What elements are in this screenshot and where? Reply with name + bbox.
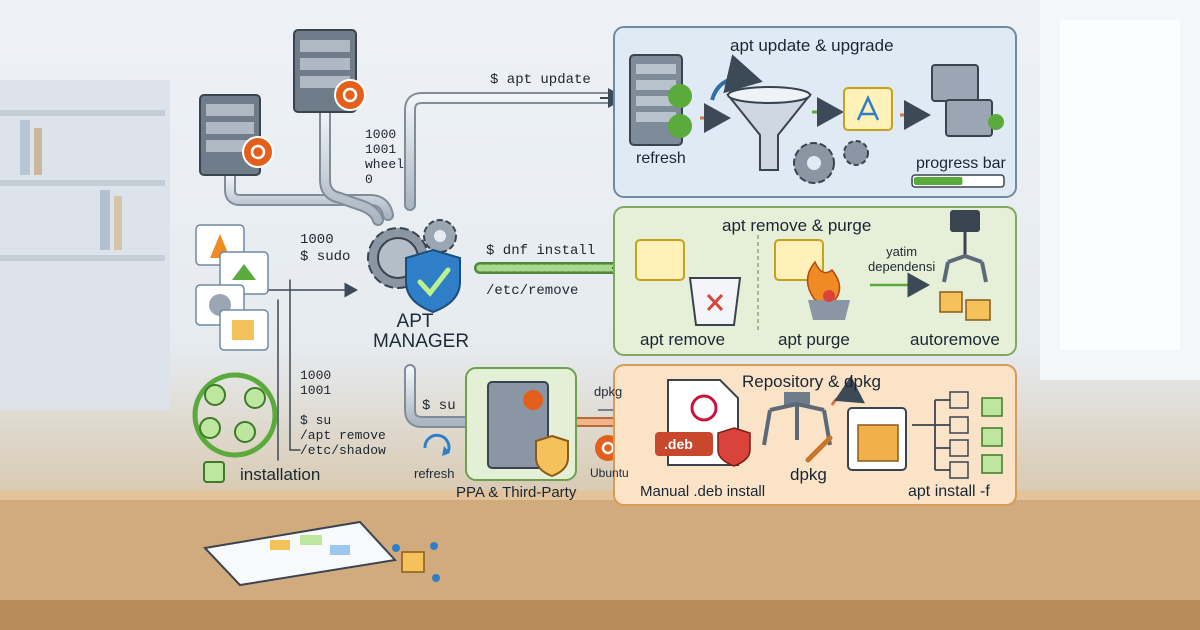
refresh-small-label: refresh <box>414 466 455 481</box>
autoremove-label: autoremove <box>910 330 1000 349</box>
ubuntu-label: Ubuntu <box>590 466 629 480</box>
update-panel-title: apt update & upgrade <box>730 36 894 55</box>
orphan-dependency-label: yatim dependensi <box>868 244 936 274</box>
remove-panel-title: apt remove & purge <box>722 216 872 235</box>
app-stack-icons <box>195 224 269 351</box>
cmd-su-right: $ su <box>422 398 456 414</box>
progress-bar <box>911 174 1005 188</box>
server-check-icon <box>629 54 692 146</box>
manual-deb-label: Manual .deb install <box>640 483 766 500</box>
trash-icon <box>635 239 742 326</box>
apt-remove-label: apt remove <box>640 330 726 349</box>
repo-panel-title: Repository & dpkg <box>742 372 881 391</box>
ppa-dpkg-label: dpkg <box>594 384 623 399</box>
flow-arrow <box>830 375 865 406</box>
package-box-icon <box>847 407 907 471</box>
apt-manager-title: APT MANAGER <box>373 311 470 352</box>
refresh-label: refresh <box>636 150 686 167</box>
progress-bar-label: progress bar <box>916 155 1006 172</box>
server-icon <box>199 94 274 176</box>
package-box-icon <box>931 64 1004 137</box>
apt-install-f-label: apt install -f <box>908 483 990 500</box>
apt-purge-label: apt purge <box>778 330 850 349</box>
package-graph-icon <box>392 542 440 582</box>
apt-manager-line2: MANAGER <box>373 331 470 352</box>
fire-icon <box>774 239 850 320</box>
dpkg-label: dpkg <box>790 465 827 484</box>
shield-icon <box>405 248 461 314</box>
cmd-apt-update: $ apt update <box>490 72 591 88</box>
app-update-icon <box>843 87 893 131</box>
gear-icon <box>793 140 869 184</box>
cmd-dnf-install: $ dnf install <box>486 243 596 259</box>
ppa-panel <box>465 367 577 481</box>
ppa-label: PPA & Third-Party <box>456 484 577 501</box>
installation-cycle-icon <box>192 372 278 483</box>
pipes <box>224 92 655 461</box>
claw-icon <box>939 210 991 321</box>
deb-file-icon <box>655 379 751 467</box>
server-icon <box>293 29 366 113</box>
deb-file-label: .deb <box>664 436 693 452</box>
gear-icon <box>367 219 457 289</box>
flow-arrow <box>710 54 763 101</box>
notebook-icon <box>202 520 397 587</box>
refresh-icon <box>423 433 451 456</box>
dependency-tree-icon <box>912 391 1003 479</box>
dpkg-tool-icon <box>762 392 833 463</box>
cmd-sudo: 1000 $ sudo <box>300 232 351 265</box>
cmd-su-block: 1000 1001 $ su /apt remove /etc/shadow <box>300 368 386 458</box>
etc-remove-path: /etc/remove <box>486 283 579 299</box>
uid-list: 1000 1001 wheel 0 <box>365 127 405 187</box>
apt-manager-line1: APT <box>396 311 434 332</box>
installation-label: installation <box>240 465 321 484</box>
